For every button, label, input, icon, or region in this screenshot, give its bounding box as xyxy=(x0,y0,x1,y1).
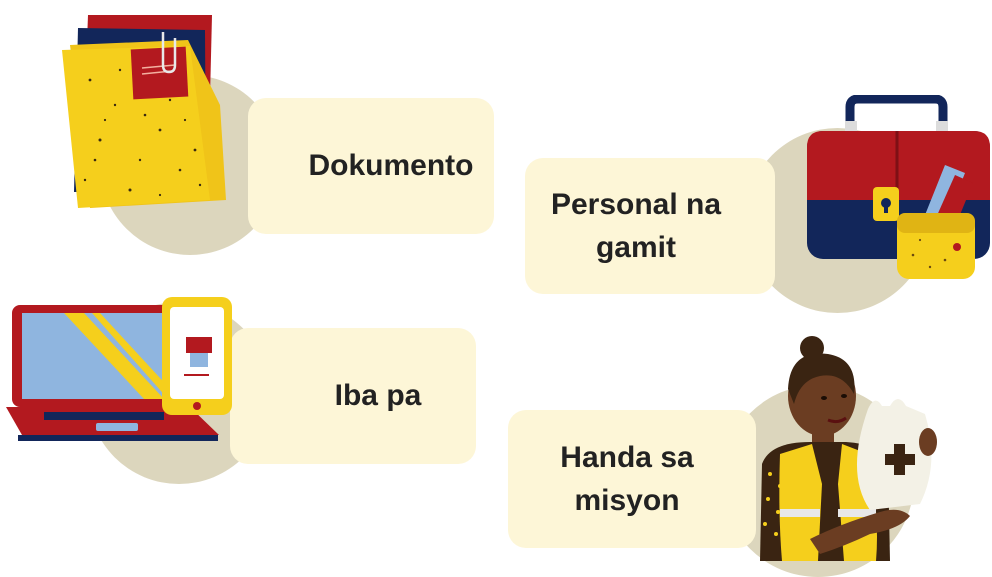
label-dokumento: Dokumento xyxy=(308,149,474,183)
label-iba-pa: Iba pa xyxy=(334,379,422,413)
card-iba-pa: Iba pa xyxy=(230,328,476,464)
card-personal-na-gamit: Personal na gamit xyxy=(525,158,775,294)
card-dokumento: Dokumento xyxy=(248,98,494,234)
label-personal-na-gamit: Personal na gamit xyxy=(550,187,722,265)
laptop-phone-icon xyxy=(6,297,232,441)
volunteer-with-medical-bag-icon xyxy=(760,336,937,561)
label-handa-sa-misyon: Handa sa misyon xyxy=(560,440,694,518)
documents-folder-icon xyxy=(62,15,226,208)
card-handa-sa-misyon: Handa sa misyon xyxy=(508,410,756,548)
briefcase-wallet-icon xyxy=(807,95,990,279)
